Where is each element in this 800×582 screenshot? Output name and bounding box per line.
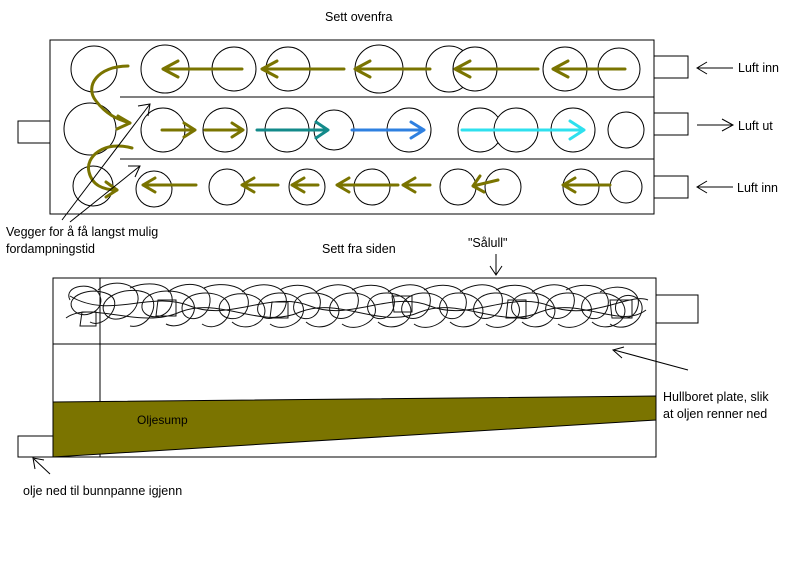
air-in-top-label: Luft inn [738, 61, 779, 75]
row3-flow-arrows [141, 174, 612, 194]
row2-flow-arrows [160, 119, 586, 141]
air-out-port [653, 112, 689, 136]
plate-pointer [611, 346, 689, 371]
u-turn-arrows [87, 64, 134, 199]
oil-sump [52, 395, 657, 458]
side-view-title: Sett fra siden [322, 242, 396, 256]
steel-wool-scribble [65, 282, 649, 328]
air-out-label: Luft ut [738, 119, 773, 133]
air-in-port-top [653, 55, 689, 79]
air-out-arrow [697, 118, 735, 132]
wall-pointers [61, 103, 151, 223]
walls-label-line2: fordampningstid [6, 242, 95, 256]
air-in-bottom-arrow [696, 180, 733, 194]
wool-pointer [489, 254, 503, 276]
walls-label-line1: Vegger for å få langst mulig [6, 225, 158, 239]
plate-label-line2: at oljen renner ned [663, 407, 767, 421]
air-in-top-arrow [696, 61, 733, 75]
left-port [17, 120, 51, 144]
side-view-box [52, 277, 657, 458]
air-in-port-bottom [653, 175, 689, 199]
oil-return-pointer [32, 457, 51, 475]
oil-return-port [17, 435, 54, 458]
top-view-title: Sett ovenfra [325, 10, 392, 24]
air-in-bottom-label: Luft inn [737, 181, 778, 195]
side-view: Sett fra siden "Sålull" Oljesump [17, 236, 769, 498]
plate-label-line1: Hullboret plate, slik [663, 390, 769, 404]
row1-flow-arrows [161, 59, 627, 79]
wool-label: "Sålull" [468, 236, 507, 250]
sump-label: Oljesump [137, 413, 188, 427]
side-port-right [655, 294, 699, 324]
oil-return-label: olje ned til bunnpanne igjenn [23, 484, 182, 498]
row3-circles [72, 165, 643, 208]
top-view: Sett ovenfra [6, 10, 779, 256]
